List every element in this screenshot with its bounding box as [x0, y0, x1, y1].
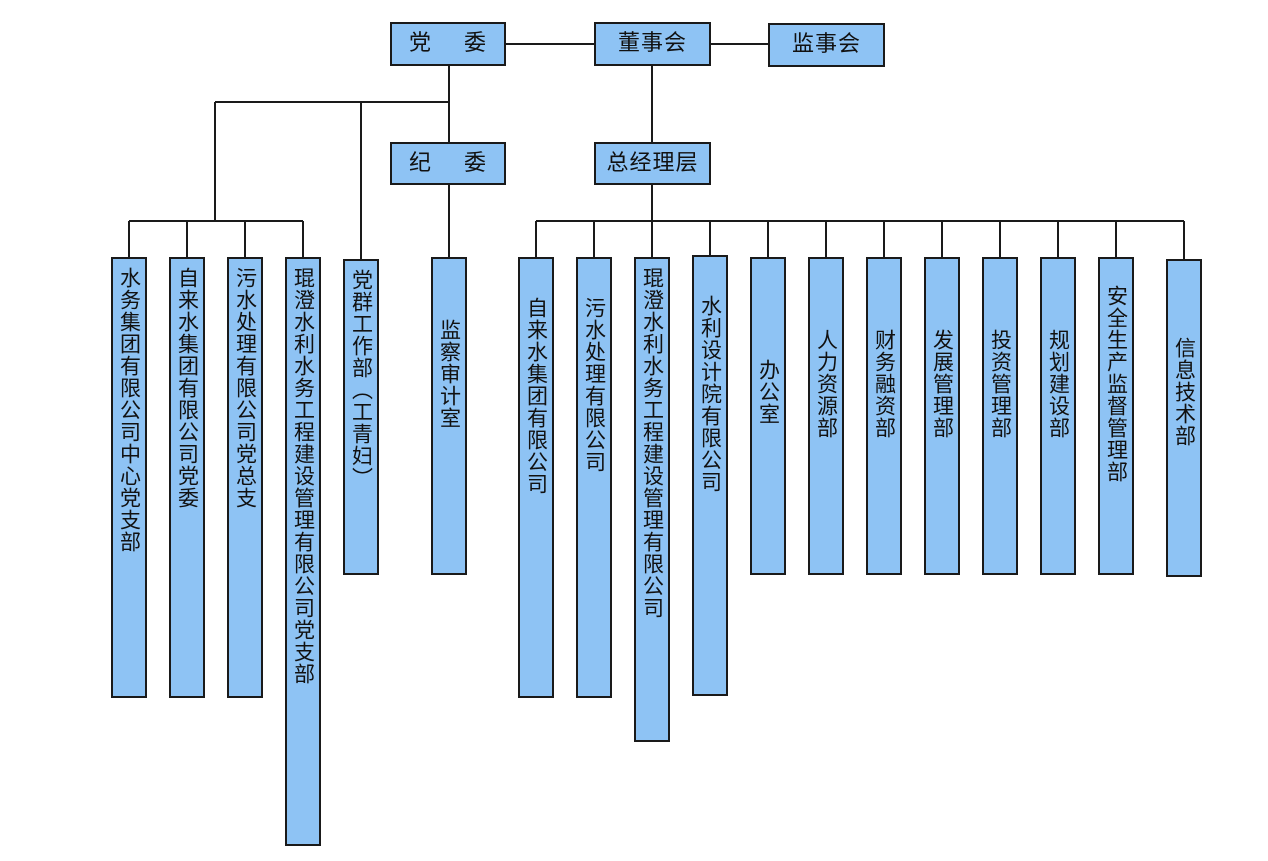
party-unit-label: 水务集团有限公司中心党支部 [117, 267, 142, 553]
supervisory-board-box: 监事会 [768, 23, 885, 67]
party-unit-box: 污水处理有限公司党总支 [227, 257, 263, 698]
management-unit-label: 安全生产监督管理部 [1104, 285, 1129, 483]
party-unit-box: 自来水集团有限公司党委 [169, 257, 205, 698]
party-unit-label: 污水处理有限公司党总支 [233, 267, 258, 509]
party-unit-label: 党群工作部（工青妇） [349, 269, 374, 489]
management-unit-box: 信息技术部 [1166, 259, 1202, 577]
management-unit-label: 投资管理部 [988, 329, 1013, 439]
party-unit-box: 琨澄水利水务工程建设管理有限公司党支部 [285, 257, 321, 846]
management-unit-box: 安全生产监督管理部 [1098, 257, 1134, 575]
supervisory-board-label: 监事会 [791, 32, 861, 57]
management-unit-label: 办公室 [756, 359, 781, 425]
discipline-unit-label: 监察审计室 [437, 319, 462, 429]
board-box: 董事会 [594, 22, 711, 66]
discipline-unit-box: 监察审计室 [431, 257, 467, 575]
management-unit-label: 水利设计院有限公司 [698, 295, 723, 493]
management-unit-box: 污水处理有限公司 [576, 257, 612, 698]
management-unit-box: 水利设计院有限公司 [692, 255, 728, 696]
management-unit-label: 信息技术部 [1172, 337, 1197, 447]
management-unit-box: 办公室 [750, 257, 786, 575]
management-unit-label: 财务融资部 [872, 329, 897, 439]
discipline-committee-box: 纪 委 [390, 142, 506, 185]
party-unit-box: 水务集团有限公司中心党支部 [111, 257, 147, 698]
management-unit-box: 财务融资部 [866, 257, 902, 575]
management-unit-label: 人力资源部 [814, 329, 839, 439]
management-unit-label: 规划建设部 [1046, 329, 1071, 439]
management-unit-box: 规划建设部 [1040, 257, 1076, 575]
party-unit-box: 党群工作部（工青妇） [343, 259, 379, 575]
general-management-label: 总经理层 [606, 150, 699, 176]
party-committee-label: 党 委 [409, 31, 487, 56]
management-unit-box: 琨澄水利水务工程建设管理有限公司 [634, 257, 670, 742]
board-label: 董事会 [617, 31, 687, 56]
management-unit-label: 自来水集团有限公司 [524, 297, 549, 495]
management-unit-box: 发展管理部 [924, 257, 960, 575]
management-unit-box: 自来水集团有限公司 [518, 257, 554, 698]
party-unit-label: 琨澄水利水务工程建设管理有限公司党支部 [291, 267, 316, 685]
party-committee-box: 党 委 [390, 22, 506, 66]
general-management-box: 总经理层 [594, 142, 711, 185]
party-unit-label: 自来水集团有限公司党委 [175, 267, 200, 509]
management-unit-box: 投资管理部 [982, 257, 1018, 575]
management-unit-label: 污水处理有限公司 [582, 297, 607, 473]
management-unit-label: 琨澄水利水务工程建设管理有限公司 [640, 267, 665, 619]
discipline-committee-label: 纪 委 [409, 150, 487, 176]
management-unit-box: 人力资源部 [808, 257, 844, 575]
management-unit-label: 发展管理部 [930, 329, 955, 439]
